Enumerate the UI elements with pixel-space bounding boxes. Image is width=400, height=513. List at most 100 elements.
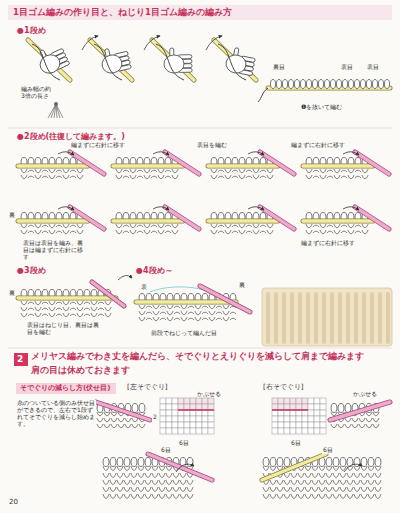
knit-stitch xyxy=(359,424,365,428)
purl-stitch xyxy=(218,170,224,172)
knitting-needle xyxy=(28,40,70,80)
purl-stitch xyxy=(123,170,129,172)
label-text: 表 xyxy=(140,284,148,291)
knit-stitch xyxy=(132,418,138,422)
purl-stitch xyxy=(42,170,48,172)
needle-body xyxy=(96,402,150,420)
knit-stitch xyxy=(347,487,353,492)
knit-stitch xyxy=(111,418,117,422)
knit-stitch xyxy=(91,307,97,311)
chart-cell xyxy=(296,398,302,404)
chart-cell xyxy=(190,428,196,434)
knit-stitch xyxy=(145,494,151,499)
needle-body xyxy=(28,40,70,80)
purl-stitch xyxy=(246,231,252,233)
stitch-loop xyxy=(375,458,381,467)
chart-cell xyxy=(314,416,320,422)
knit-stitch xyxy=(312,487,318,492)
label-text: 表目 xyxy=(340,64,354,71)
needle-edge xyxy=(18,296,116,301)
purl-stitch xyxy=(56,176,62,178)
knit-stitch xyxy=(306,175,312,179)
knit-stitch xyxy=(320,224,326,228)
stitch-loop xyxy=(361,458,367,467)
knit-stitch xyxy=(63,169,69,173)
purl-stitch xyxy=(42,176,48,178)
knit-stitch xyxy=(172,230,178,234)
purl-stitch xyxy=(341,225,347,227)
knit-stitch xyxy=(130,175,136,179)
purl-stitch xyxy=(327,225,333,227)
knit-stitch xyxy=(362,175,368,179)
stitch-loop xyxy=(348,80,353,89)
chart-cell xyxy=(184,416,190,422)
knit-stitch xyxy=(331,412,337,416)
purl-stitch xyxy=(313,176,319,178)
stitch-loop xyxy=(331,404,337,413)
chart-cell xyxy=(166,416,172,422)
label-text: 表目 xyxy=(366,64,380,71)
knit-stitch xyxy=(284,480,290,485)
knit-stitch xyxy=(223,311,229,315)
knit-stitch xyxy=(130,230,136,234)
chart-cell xyxy=(290,410,296,416)
stitch-loop xyxy=(318,80,323,89)
purl-stitch xyxy=(355,231,361,233)
chart-cell xyxy=(190,410,196,416)
label-text: 表目を編む xyxy=(196,142,228,149)
knit-stitch xyxy=(354,466,360,471)
rib-column xyxy=(362,292,366,344)
needle-body xyxy=(113,219,183,222)
knitting-needle xyxy=(96,402,150,420)
purl-stitch xyxy=(188,318,194,320)
needle-edge xyxy=(260,207,294,229)
purl-stitch xyxy=(341,170,347,172)
chart-cell xyxy=(160,410,166,416)
label-text: 2 xyxy=(152,414,158,421)
knit-stitch xyxy=(117,494,123,499)
stitch-loop xyxy=(345,404,351,413)
rib-column xyxy=(298,292,302,344)
knit-stitch xyxy=(305,487,311,492)
chart-cell xyxy=(296,422,302,428)
chart-cell xyxy=(272,398,278,404)
chart-cell xyxy=(290,398,296,404)
knit-stitch xyxy=(138,473,144,478)
chart-cell xyxy=(166,398,172,404)
knit-stitch xyxy=(348,169,354,173)
knit-stitch xyxy=(124,480,130,485)
needle-edge xyxy=(70,152,104,174)
knit-stitch xyxy=(117,466,123,471)
knit-stitch xyxy=(173,494,179,499)
knit-stitch xyxy=(368,480,374,485)
chart-cell xyxy=(172,398,178,404)
bind-off-line xyxy=(178,409,214,411)
knit-stitch xyxy=(375,494,381,499)
chart-cell xyxy=(178,428,184,434)
chart-cell xyxy=(202,428,208,434)
knit-stitch xyxy=(354,494,360,499)
label-text: 6目 xyxy=(290,440,302,447)
knit-stitch xyxy=(334,224,340,228)
purl-stitch xyxy=(28,231,34,233)
purl-stitch xyxy=(56,231,62,233)
knit-stitch xyxy=(138,494,144,499)
knit-stitch xyxy=(21,301,27,305)
knit-stitch xyxy=(166,473,172,478)
stitch-loop xyxy=(277,458,283,467)
chart-cell xyxy=(160,428,166,434)
needle-edge xyxy=(148,454,212,480)
purl-stitch xyxy=(165,176,171,178)
motion-arrow xyxy=(58,152,74,155)
knit-stitch xyxy=(239,224,245,228)
knit-stitch xyxy=(35,307,41,311)
yarn-knot xyxy=(54,102,58,106)
knitting-needle xyxy=(113,166,183,167)
knit-stitch xyxy=(211,230,217,234)
chart-cell xyxy=(184,404,190,410)
knit-stitch xyxy=(368,473,374,478)
purl-stitch xyxy=(230,318,236,320)
needle-body xyxy=(148,454,212,480)
knit-stitch xyxy=(124,494,130,499)
knit-stitch xyxy=(306,230,312,234)
